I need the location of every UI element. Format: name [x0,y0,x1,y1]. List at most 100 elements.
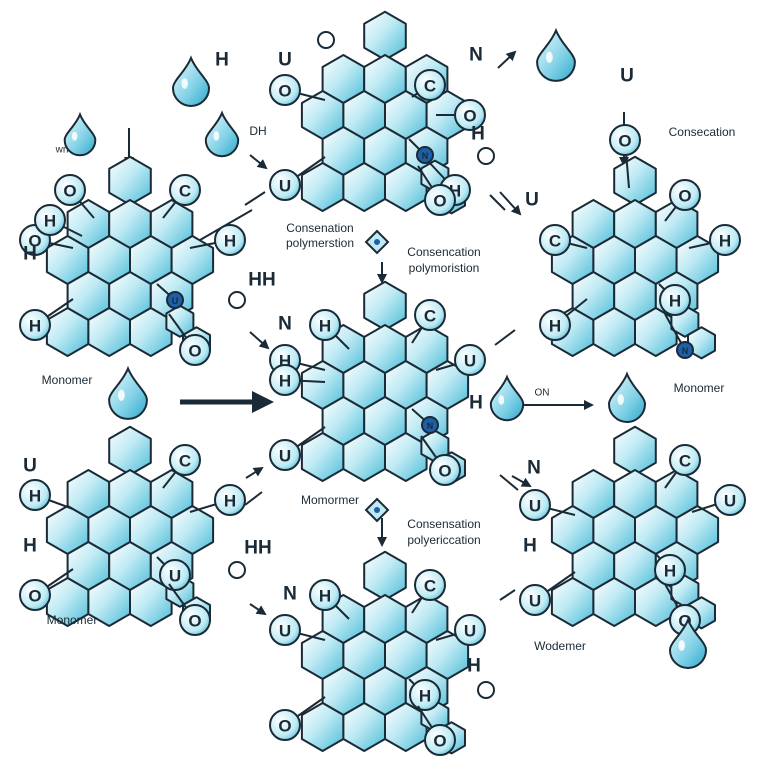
atom-badge [421,416,439,434]
diamond-center-dot [374,239,380,245]
atom-badge [539,224,571,256]
hexagon-ring [363,280,407,331]
atom-label: O [28,232,41,251]
hexagon-ring [613,155,657,206]
label-wodemer: Wodemer [534,639,586,653]
hexagon-ring [363,550,407,601]
atom-badge [169,174,201,206]
atom-badge [19,579,51,611]
atom-label: U [464,622,476,641]
atom-badge [709,224,741,256]
label-n-top: N [469,45,483,66]
atom-label: U [279,622,291,641]
arrows-layer [124,31,629,699]
atom-badge [539,309,571,341]
atom-badge [416,146,434,164]
label-cond-poly-3a: Consensation [407,517,480,531]
label-n-right-mid: N [527,458,541,479]
label-hh-bottom: HH [244,538,271,559]
atom-badge [309,309,341,341]
reaction-arrow [497,50,517,69]
atom-label: O [678,187,691,206]
connector-bond [494,329,516,346]
atom-badge [454,614,486,646]
atom-badge [159,559,191,591]
reaction-arrow [249,331,270,350]
atom-label: N [427,421,434,431]
open-circle-icon [317,31,335,49]
connector-bond [244,191,266,206]
drop-highlight [545,51,553,63]
drop-highlight [71,131,78,141]
atom-badge [654,554,686,586]
connector-bond [489,194,506,211]
atom-badge [409,679,441,711]
open-circle-icon [228,561,246,579]
label-cond-poly-3b: polyericcation [407,533,480,547]
reaction-arrow [499,191,522,216]
label-u-topright: U [620,66,634,87]
atom-badge [424,724,456,756]
atom-badge [269,614,301,646]
label-h-top: H [215,50,229,71]
reaction-arrow [249,154,268,170]
atom-label: C [424,77,436,96]
water-drop-icon [489,374,525,422]
label-on: ON [535,388,550,399]
atom-badge [54,174,86,206]
atom-badge [269,74,301,106]
water-drop-icon [108,365,148,420]
atom-label: H [319,317,331,336]
water-drop-icon [204,110,240,158]
connector-bond [244,491,263,506]
open-circle-icon [477,147,495,165]
water-drop-icon [171,55,211,107]
water-drop-icon [668,617,708,669]
label-n-center: N [278,314,292,335]
atom-badge [519,584,551,616]
atom-badge [429,454,461,486]
atom-badge [269,709,301,741]
drop-highlight [117,389,125,401]
atom-badge [214,484,246,516]
atom-label: H [44,212,56,231]
atom-label: H [419,687,431,706]
label-h-bottom-center: H [467,656,481,677]
atom-badge [166,291,184,309]
label-n-bottom: N [283,584,297,605]
drops-layer [63,27,708,669]
atom-badge [169,444,201,476]
label-monomer-center: Momormer [301,493,359,507]
label-u-right-top: U [525,190,539,211]
label-hh-left: HH [248,270,275,291]
atom-label: N [682,346,689,356]
label-u-top: U [278,50,292,71]
atom-label: H [29,317,41,336]
atom-label: U [724,492,736,511]
atom-badge [714,484,746,516]
open-circle-icon [477,681,495,699]
atom-badge [19,309,51,341]
label-h-bottom-right: H [523,536,537,557]
atom-badge [269,169,301,201]
reaction-arrow [249,603,267,616]
label-h-mid-right: H [469,393,483,414]
atom-label: H [719,232,731,251]
label-u-left-bottom: U [23,456,37,477]
water-drop-icon [607,371,647,423]
atom-badge [34,204,66,236]
atom-label: C [549,232,561,251]
atom-label: C [179,182,191,201]
label-cond-poly-1b: polymerstion [286,236,354,250]
atom-badge [414,69,446,101]
drop-highlight [617,394,624,405]
hexagon-ring [363,10,407,61]
atom-badge [414,569,446,601]
atom-label: H [29,487,41,506]
drop-highlight [213,131,220,141]
hexagon-ring [108,425,152,476]
